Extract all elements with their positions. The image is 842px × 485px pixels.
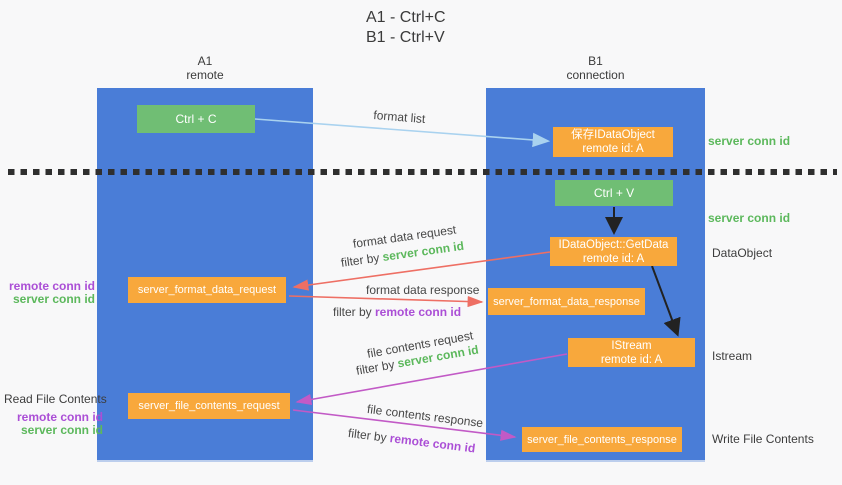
left-label-remote-conn-id-2: remote conn id [16, 410, 103, 424]
right-label-dataobject: DataObject [712, 246, 773, 260]
left-label-group-format: remote conn id server conn id [0, 280, 95, 306]
edge-label-format-data-response: format data response [366, 283, 480, 297]
node-ctrl-v: Ctrl + V [555, 180, 673, 206]
lane-a1-subtitle: remote [186, 68, 224, 82]
node-server-file-contents-request: server_file_contents_request [128, 393, 290, 419]
node-server-file-contents-response: server_file_contents_response [522, 427, 682, 452]
node-istream: IStream remote id: A [568, 338, 695, 367]
save-idataobject-line1: 保存IDataObject [571, 129, 655, 141]
node-idataobject-getdata: IDataObject::GetData remote id: A [550, 237, 677, 266]
getdata-line2: remote id: A [582, 252, 645, 265]
left-label-remote-conn-id-1: remote conn id [8, 279, 95, 293]
right-label-write-file-contents: Write File Contents [712, 432, 814, 446]
ctrl-c-label: Ctrl + C [175, 112, 217, 126]
node-server-format-data-request: server_format_data_request [128, 277, 286, 303]
arrow-file-contents-request [295, 353, 568, 405]
node-ctrl-c: Ctrl + C [137, 105, 255, 133]
node-server-format-data-response: server_format_data_response [488, 288, 645, 315]
arrow-format-data-request [292, 251, 551, 291]
server-format-data-request-label: server_format_data_request [137, 284, 277, 296]
right-label-istream: Istream [712, 349, 753, 363]
lane-header-b1: B1 connection [486, 54, 705, 82]
ctrl-v-label: Ctrl + V [593, 186, 635, 200]
filter-prefix: filter by [333, 305, 376, 319]
arrow-format-data-response [288, 295, 484, 308]
istream-line1: IStream [611, 339, 652, 352]
server-file-contents-request-label: server_file_contents_request [138, 400, 280, 412]
lane-b1-title: B1 [588, 54, 603, 68]
filter-key-remote-conn-id: remote conn id [375, 305, 462, 319]
lane-b1-subtitle: connection [566, 68, 625, 82]
node-save-idataobject: 保存IDataObject remote id: A [553, 127, 673, 157]
istream-line2: remote id: A [600, 353, 663, 366]
left-label-server-conn-id-1: server conn id [12, 292, 95, 306]
left-label-server-conn-id-2: server conn id [20, 423, 103, 437]
left-label-group-file: remote conn id server conn id [0, 411, 103, 437]
lane-a1-title: A1 [197, 54, 213, 68]
server-file-contents-response-label: server_file_contents_response [527, 433, 677, 446]
arrow-format-list [254, 118, 551, 148]
left-label-read-file-contents: Read File Contents [4, 392, 107, 406]
server-format-data-response-label: server_format_data_response [493, 295, 640, 308]
arrow-file-contents-response [292, 409, 517, 441]
getdata-line1: IDataObject::GetData [558, 238, 669, 251]
save-idataobject-line2: remote id: A [582, 143, 644, 155]
title-line-1: A1 - Ctrl+C [366, 9, 446, 26]
right-label-server-conn-id-2: server conn id [708, 211, 791, 225]
edge-filter-format-data-response: filter by remote conn id [333, 305, 461, 319]
arrow-getdata-to-istream [651, 265, 681, 337]
lane-header-a1: A1 remote [97, 54, 313, 82]
title-line-2: B1 - Ctrl+V [366, 29, 445, 46]
right-label-server-conn-id-1: server conn id [708, 134, 791, 148]
diagram-title: A1 - Ctrl+C B1 - Ctrl+V [366, 8, 446, 48]
